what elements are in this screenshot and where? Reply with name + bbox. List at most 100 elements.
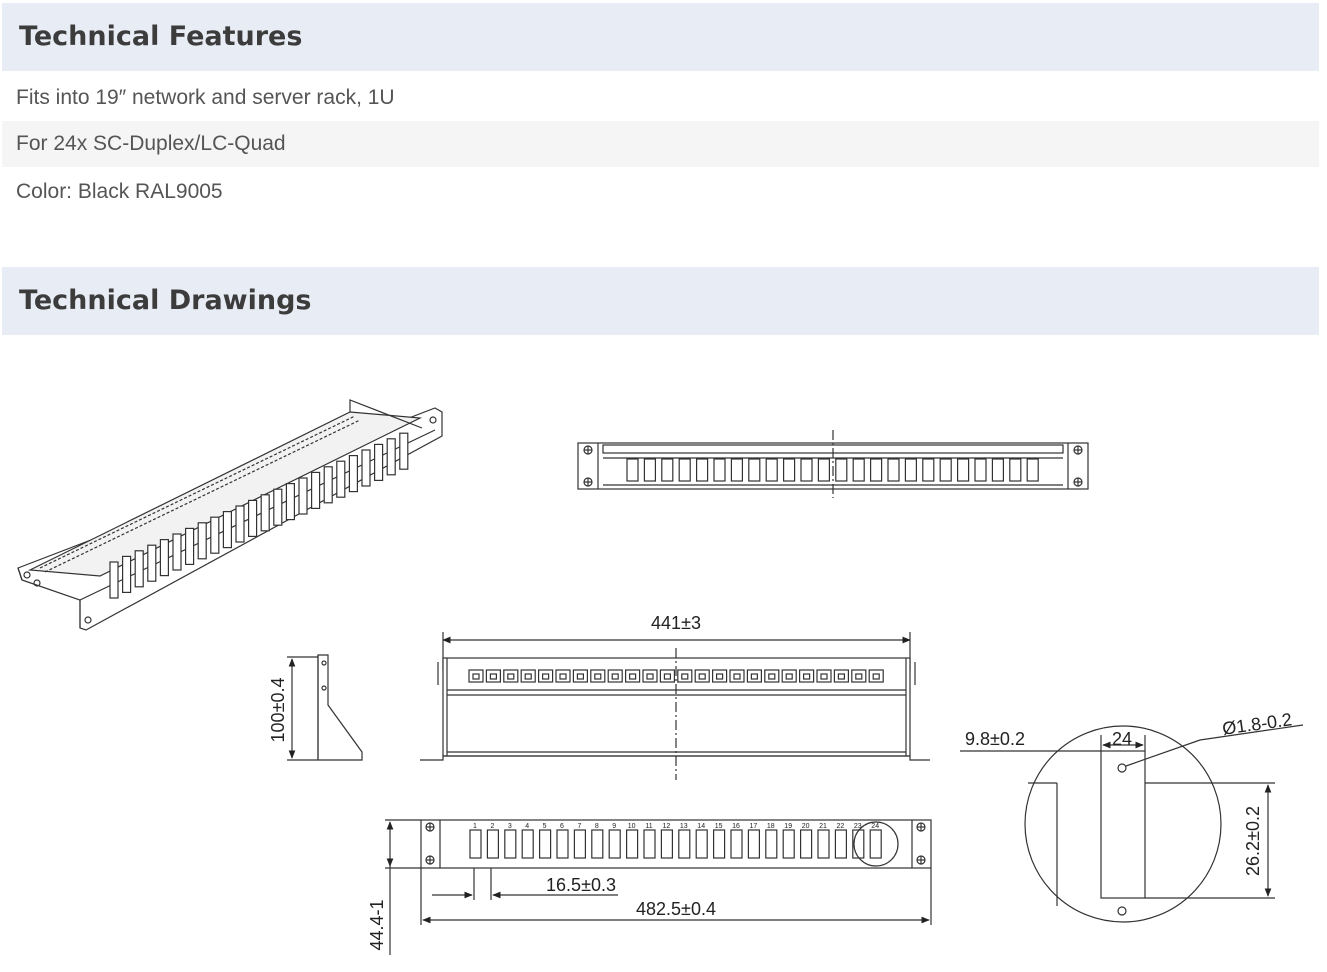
iso-port xyxy=(285,483,295,521)
iso-port xyxy=(399,432,409,470)
port-number: 5 xyxy=(543,823,547,830)
dim-height: 44.4-1 xyxy=(367,899,387,950)
clip-inner xyxy=(715,673,724,680)
front-port xyxy=(1026,458,1039,482)
port-cutout xyxy=(556,829,569,859)
front-port xyxy=(713,458,726,482)
dim-hole-offset: 9.8±0.2 xyxy=(965,729,1025,749)
port-cutout xyxy=(834,829,848,859)
iso-port xyxy=(273,488,283,526)
port-cutout xyxy=(799,829,813,859)
clip-inner xyxy=(698,673,706,680)
port-number: 15 xyxy=(715,823,723,830)
port-cutout xyxy=(469,829,482,859)
iso-port xyxy=(323,466,333,504)
technical-drawings-area: 441±3 100±0.4 16.5±0.3 482.5±0.4 44.4-1 … xyxy=(0,340,1327,967)
clip-inner xyxy=(594,673,602,680)
front-port xyxy=(922,458,935,482)
front-port xyxy=(887,458,900,482)
port-cutout xyxy=(782,829,795,859)
iso-port xyxy=(172,533,182,571)
clip-inner xyxy=(524,673,532,680)
port-number: 8 xyxy=(595,823,599,830)
front-port xyxy=(765,458,778,482)
dim-overall-width: 482.5±0.4 xyxy=(636,899,716,919)
port-number: 23 xyxy=(854,823,862,830)
iso-port xyxy=(109,561,119,599)
iso-port xyxy=(248,499,258,537)
technical-drawings-title: Technical Drawings xyxy=(19,285,312,316)
front-port xyxy=(1009,458,1022,482)
front-port xyxy=(782,458,796,482)
front-port xyxy=(748,458,761,482)
technical-drawing-svg: 441±3 100±0.4 16.5±0.3 482.5±0.4 44.4-1 … xyxy=(17,399,1304,955)
clip-inner xyxy=(733,673,741,680)
front-port xyxy=(939,458,952,482)
clip-inner xyxy=(768,673,776,680)
clip-inner xyxy=(541,673,550,680)
clip-inner xyxy=(472,673,480,680)
port-number: 4 xyxy=(525,823,529,830)
port-number: 6 xyxy=(560,823,564,830)
iso-port xyxy=(197,522,207,560)
iso-port xyxy=(210,516,220,554)
port-cutout xyxy=(765,829,778,859)
front-port xyxy=(661,458,674,482)
port-number: 18 xyxy=(767,823,775,830)
port-cutout xyxy=(730,829,743,859)
port-number: 24 xyxy=(871,823,879,830)
port-number: 13 xyxy=(680,823,688,830)
port-cutout xyxy=(643,829,656,859)
port-number: 1 xyxy=(473,823,477,830)
iso-port xyxy=(311,471,321,509)
port-number: 10 xyxy=(628,823,636,830)
port-cutout xyxy=(712,829,726,859)
clip-inner xyxy=(507,673,515,680)
port-cutout xyxy=(817,829,830,859)
port-cutout xyxy=(504,829,517,859)
port-number: 20 xyxy=(802,823,810,830)
port-cutout xyxy=(521,829,534,859)
port-number: 3 xyxy=(508,823,512,830)
front-view xyxy=(577,430,1089,498)
port-cutout xyxy=(678,829,691,859)
port-number: 2 xyxy=(490,823,494,830)
port-cutout xyxy=(869,829,882,859)
dim-hole-diameter: Ø1.8-0.2 xyxy=(1221,709,1293,739)
dim-top-width: 441±3 xyxy=(651,613,701,633)
port-number: 21 xyxy=(819,823,827,830)
dim-hole-vertical: 26.2±0.2 xyxy=(1243,806,1263,876)
iso-port xyxy=(134,550,144,588)
iso-port xyxy=(222,511,232,549)
iso-port xyxy=(298,477,308,515)
feature-row: Fits into 19″ network and server rack, 1… xyxy=(2,75,1319,121)
front-port xyxy=(800,458,813,482)
clip-inner xyxy=(820,673,828,680)
front-port xyxy=(643,458,657,482)
technical-drawings-header: Technical Drawings xyxy=(2,267,1319,335)
port-cutout xyxy=(486,829,499,859)
feature-text: Fits into 19″ network and server rack, 1… xyxy=(16,86,395,109)
port-number: 7 xyxy=(577,823,581,830)
port-number: 19 xyxy=(784,823,792,830)
port-cutout xyxy=(573,829,587,859)
clip-inner xyxy=(837,673,846,680)
iso-port xyxy=(147,544,157,582)
port-number: 17 xyxy=(750,823,758,830)
detail-view xyxy=(960,724,1304,923)
front-port xyxy=(817,458,831,482)
port-cutout xyxy=(660,829,674,859)
port-number: 12 xyxy=(663,823,671,830)
iso-port xyxy=(386,438,396,476)
iso-port xyxy=(121,555,132,593)
clip-inner xyxy=(855,673,863,680)
clip-inner xyxy=(872,673,880,680)
clip-inner xyxy=(802,673,811,680)
feature-text: Color: Black RAL9005 xyxy=(16,180,223,203)
iso-port xyxy=(260,494,270,532)
front-port xyxy=(852,458,865,482)
port-cutout xyxy=(747,829,761,859)
feature-text: For 24x SC-Duplex/LC-Quad xyxy=(16,132,286,155)
feature-row: Color: Black RAL9005 xyxy=(2,169,1319,215)
clip-inner xyxy=(750,673,759,680)
